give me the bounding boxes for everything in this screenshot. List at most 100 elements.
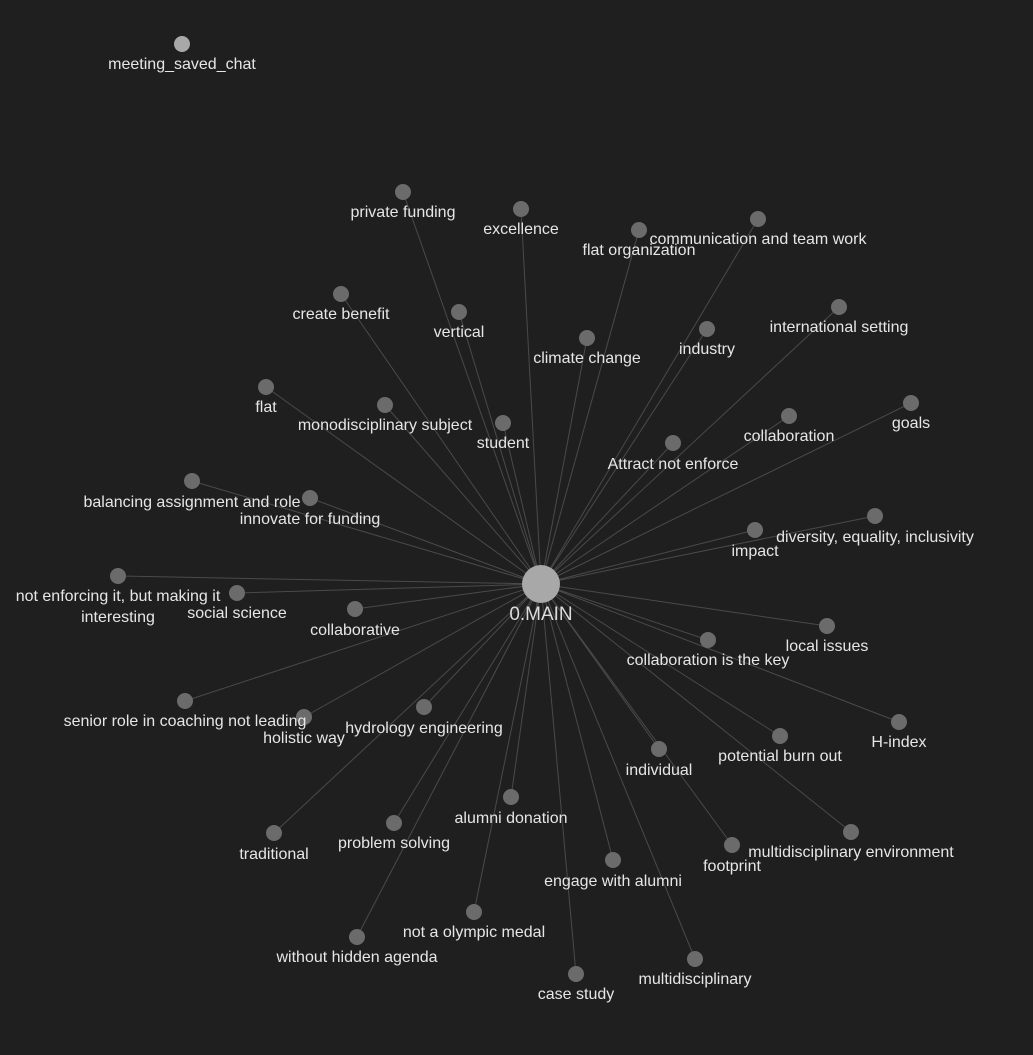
- graph-node-private-funding[interactable]: [395, 184, 411, 200]
- graph-edge-student: [502, 422, 542, 585]
- node-label-innovate-for-funding: innovate for funding: [240, 511, 381, 528]
- graph-edge-communication-and-team-work: [540, 218, 759, 585]
- graph-node-collaboration-is-the-key[interactable]: [700, 632, 716, 648]
- graph-node-multidisciplinary-environment[interactable]: [843, 824, 859, 840]
- graph-node-balancing-assignment-and-role[interactable]: [184, 473, 200, 489]
- node-label-private-funding: private funding: [351, 204, 456, 221]
- graph-edge-engage-with-alumni: [540, 583, 614, 861]
- graph-edge-climate-change: [540, 337, 588, 585]
- graph-node-local-issues[interactable]: [819, 618, 835, 634]
- node-label-main: 0.MAIN: [509, 604, 572, 625]
- graph-node-goals[interactable]: [903, 395, 919, 411]
- node-label-industry: industry: [679, 341, 735, 358]
- node-label-flat: flat: [255, 399, 277, 416]
- graph-node-collaboration[interactable]: [781, 408, 797, 424]
- graph-node-senior-role-in-coaching[interactable]: [177, 693, 193, 709]
- graph-node-not-enforcing-it[interactable]: [110, 568, 126, 584]
- graph-node-vertical[interactable]: [451, 304, 467, 320]
- graph-node-flat[interactable]: [258, 379, 274, 395]
- graph-node-h-index[interactable]: [891, 714, 907, 730]
- graph-edge-collaboration: [540, 415, 790, 585]
- node-label-climate-change: climate change: [533, 350, 641, 367]
- node-label-student: student: [477, 435, 530, 452]
- graph-edge-collaborative: [354, 583, 542, 610]
- graph-node-meeting_saved_chat[interactable]: [174, 36, 190, 52]
- graph-edge-balancing-assignment-and-role: [191, 480, 542, 585]
- graph-edge-problem-solving: [393, 583, 542, 824]
- node-label-monodisciplinary-subject: monodisciplinary subject: [298, 417, 473, 434]
- graph-edge-flat: [265, 386, 542, 585]
- node-label-impact: impact: [731, 543, 779, 560]
- node-label-meeting_saved_chat: meeting_saved_chat: [108, 56, 256, 73]
- node-label-problem-solving: problem solving: [338, 835, 450, 852]
- graph-edge-create-benefit: [340, 293, 542, 585]
- graph-edge-attract-not-enforce: [540, 442, 674, 585]
- graph-edge-without-hidden-agenda: [356, 583, 542, 938]
- node-label-vertical: vertical: [434, 324, 485, 341]
- graph-edge-excellence: [520, 208, 542, 585]
- node-label-collaborative: collaborative: [310, 622, 400, 639]
- graph-edge-impact: [540, 529, 756, 585]
- graph-node-excellence[interactable]: [513, 201, 529, 217]
- graph-node-create-benefit[interactable]: [333, 286, 349, 302]
- node-label-senior-role-in-coaching: senior role in coaching not leading: [64, 713, 307, 730]
- graph-node-social-science[interactable]: [229, 585, 245, 601]
- node-label-h-index: H-index: [871, 734, 926, 751]
- graph-node-not-a-olympic-medal[interactable]: [466, 904, 482, 920]
- node-label-not-a-olympic-medal: not a olympic medal: [403, 924, 545, 941]
- graph-node-main[interactable]: [522, 565, 560, 603]
- graph-edge-international-setting: [540, 306, 840, 585]
- graph-node-impact[interactable]: [747, 522, 763, 538]
- graph-node-attract-not-enforce[interactable]: [665, 435, 681, 451]
- node-label-multidisciplinary-environment: multidisciplinary environment: [748, 844, 954, 861]
- graph-edge-collaboration-is-the-key: [540, 583, 709, 641]
- graph-node-alumni-donation[interactable]: [503, 789, 519, 805]
- graph-node-student[interactable]: [495, 415, 511, 431]
- graph-edge-vertical: [458, 311, 542, 585]
- graph-node-communication-and-team-work[interactable]: [750, 211, 766, 227]
- graph-edge-senior-role-in-coaching: [184, 583, 542, 702]
- graph-node-problem-solving[interactable]: [386, 815, 402, 831]
- node-label-balancing-assignment-and-role: balancing assignment and role: [83, 494, 300, 511]
- graph-node-footprint[interactable]: [724, 837, 740, 853]
- node-label-potential-burn-out: potential burn out: [718, 748, 842, 765]
- graph-node-monodisciplinary-subject[interactable]: [377, 397, 393, 413]
- graph-edge-local-issues: [540, 583, 828, 627]
- graph-edge-innovate-for-funding: [309, 497, 542, 585]
- graph-node-international-setting[interactable]: [831, 299, 847, 315]
- graph-node-diversity-equality-inclusivity[interactable]: [867, 508, 883, 524]
- node-label-social-science: social science: [187, 605, 287, 622]
- node-label-international-setting: international setting: [770, 319, 909, 336]
- nodes-layer: [110, 36, 919, 982]
- graph-edge-case-study: [540, 583, 577, 975]
- graph-edge-not-a-olympic-medal: [473, 583, 542, 913]
- graph-node-climate-change[interactable]: [579, 330, 595, 346]
- node-label-diversity-equality-inclusivity: diversity, equality, inclusivity: [776, 529, 974, 546]
- graph-edge-traditional: [273, 583, 542, 834]
- graph-node-individual[interactable]: [651, 741, 667, 757]
- graph-edge-h-index: [540, 583, 900, 723]
- node-label-without-hidden-agenda: without hidden agenda: [275, 949, 437, 966]
- graph-node-innovate-for-funding[interactable]: [302, 490, 318, 506]
- graph-node-engage-with-alumni[interactable]: [605, 852, 621, 868]
- graph-edge-alumni-donation: [510, 583, 542, 798]
- node-label-alumni-donation: alumni donation: [455, 810, 568, 827]
- graph-edge-multidisciplinary: [540, 583, 696, 960]
- graph-node-holistic-way[interactable]: [296, 709, 312, 725]
- graph-node-traditional[interactable]: [266, 825, 282, 841]
- graph-node-industry[interactable]: [699, 321, 715, 337]
- graph-edge-footprint: [540, 583, 733, 846]
- graph-node-hydrology-engineering[interactable]: [416, 699, 432, 715]
- graph-node-multidisciplinary[interactable]: [687, 951, 703, 967]
- graph-edge-diversity-equality-inclusivity: [540, 515, 876, 585]
- graph-node-without-hidden-agenda[interactable]: [349, 929, 365, 945]
- graph-node-flat-organization[interactable]: [631, 222, 647, 238]
- node-label-collaboration-is-the-key: collaboration is the key: [627, 652, 790, 669]
- graph-edge-potential-burn-out: [540, 583, 781, 737]
- graph-node-case-study[interactable]: [568, 966, 584, 982]
- graph-node-potential-burn-out[interactable]: [772, 728, 788, 744]
- graph-node-collaborative[interactable]: [347, 601, 363, 617]
